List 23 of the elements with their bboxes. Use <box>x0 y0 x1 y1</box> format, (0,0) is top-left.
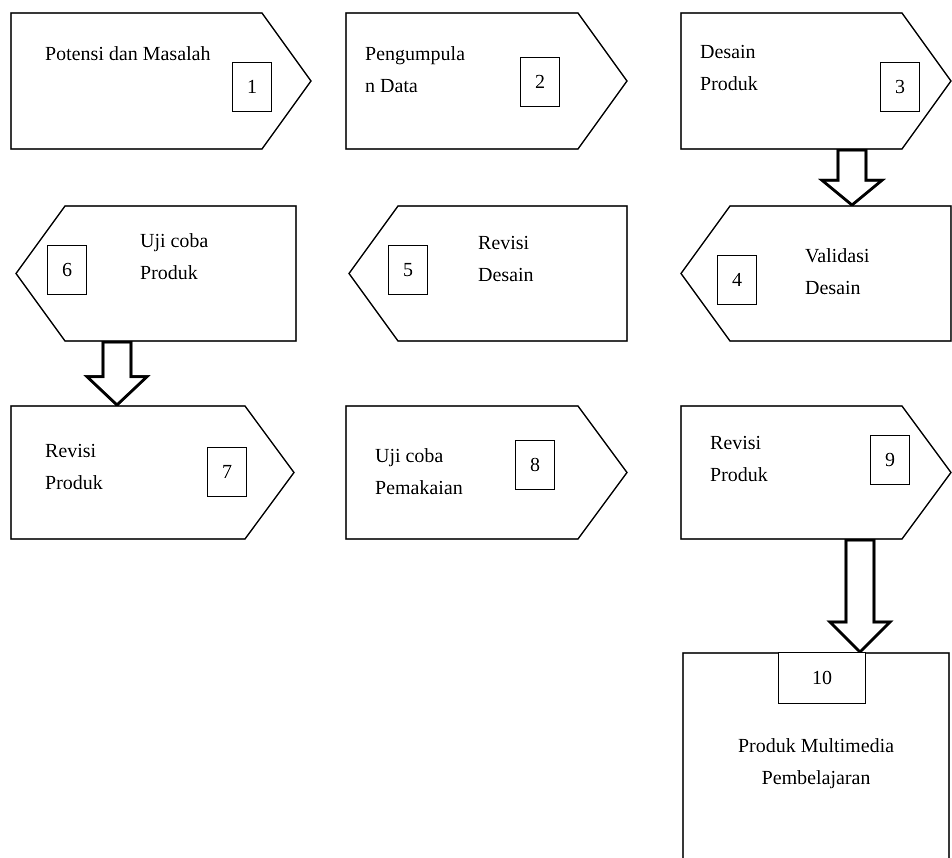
step-label: Revisi Produk <box>710 431 769 488</box>
step-label: Revisi Produk <box>45 439 104 496</box>
step-label: Revisi Desain <box>478 231 535 288</box>
step-label: Produk Multimedia Pembelajaran <box>736 734 896 791</box>
number-box: 6 <box>47 245 87 295</box>
block-arrow <box>83 340 151 408</box>
block-arrow <box>826 538 894 654</box>
step-label: Desain Produk <box>700 40 759 97</box>
number-box: 8 <box>515 440 555 490</box>
number-box: 9 <box>870 435 910 485</box>
number-box: 5 <box>388 245 428 295</box>
number-box: 3 <box>880 62 920 112</box>
block-arrow <box>818 148 886 207</box>
number-box: 2 <box>520 57 560 107</box>
number-box: 7 <box>207 447 247 497</box>
step-label: Potensi dan Masalah <box>45 42 212 67</box>
step-label: Pengumpula n Data <box>365 42 466 99</box>
number-box: 10 <box>778 652 866 704</box>
step-label: Validasi Desain <box>805 244 870 301</box>
number-box: 4 <box>717 255 757 305</box>
number-box: 1 <box>232 62 272 112</box>
step-label: Uji coba Produk <box>140 229 210 286</box>
step-label: Uji coba Pemakaian <box>375 444 464 501</box>
